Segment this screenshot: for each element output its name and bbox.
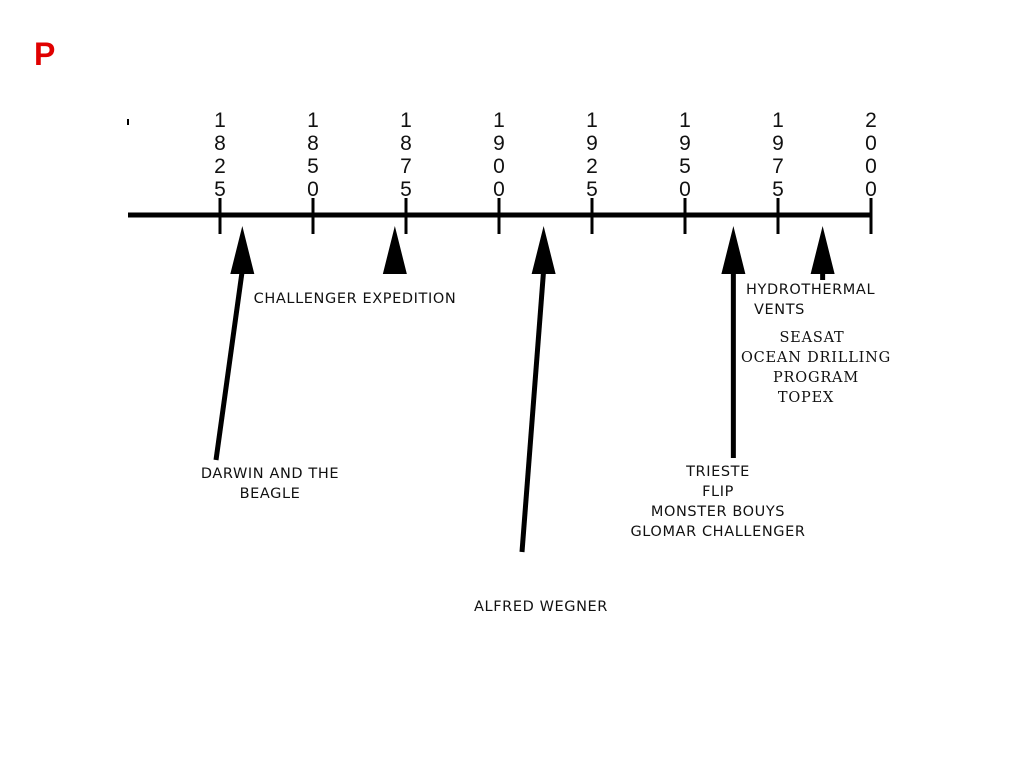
event-text-line: SEASAT [779,330,845,346]
arrow-challenger [382,226,407,274]
arrow-darwin [213,226,255,461]
event-text-line: CHALLENGER EXPEDITION [253,291,457,307]
event-seasat-label: SEASAT OCEAN DRILLING PROGRAM TOPEX [736,328,896,408]
arrow-hydrothermal [810,226,835,280]
arrow-hydrothermal-head [810,226,835,274]
event-text-line: VENTS [754,302,805,318]
event-text-line: OCEAN DRILLING [740,350,892,366]
arrow-trieste-head [721,226,746,274]
event-text-line: GLOMAR CHALLENGER [630,524,806,540]
event-text-line: TRIESTE [686,464,750,480]
arrow-wegner-head [531,226,556,274]
event-text-line: BEAGLE [239,486,301,502]
event-text-line: PROGRAM [773,370,859,386]
arrow-wegner [519,226,556,553]
event-text-line: DARWIN AND THE [200,466,340,482]
event-challenger-label: CHALLENGER EXPEDITION [245,289,465,309]
arrow-darwin-shaft [213,269,245,461]
event-text-line: HYDROTHERMAL [746,282,876,298]
event-text-line: ALFRED WEGNER [474,599,608,615]
event-arrows [213,226,835,553]
arrow-wegner-shaft [519,269,547,553]
event-darwin-label: DARWIN AND THE BEAGLE [190,464,350,504]
event-trieste-label: TRIESTE FLIP MONSTER BOUYS GLOMAR CHALLE… [612,462,824,542]
event-text-line: FLIP [702,484,734,500]
event-text-line: MONSTER BOUYS [650,504,786,520]
arrow-trieste [721,226,746,458]
event-wegner-label: ALFRED WEGNER [460,597,622,617]
corner-letter: P [34,36,56,72]
event-text-line: TOPEX [777,390,835,406]
arrow-challenger-head [382,226,407,274]
event-hydrothermal-label: HYDROTHERMAL VENTS [746,280,886,320]
arrow-darwin-head [230,226,255,274]
